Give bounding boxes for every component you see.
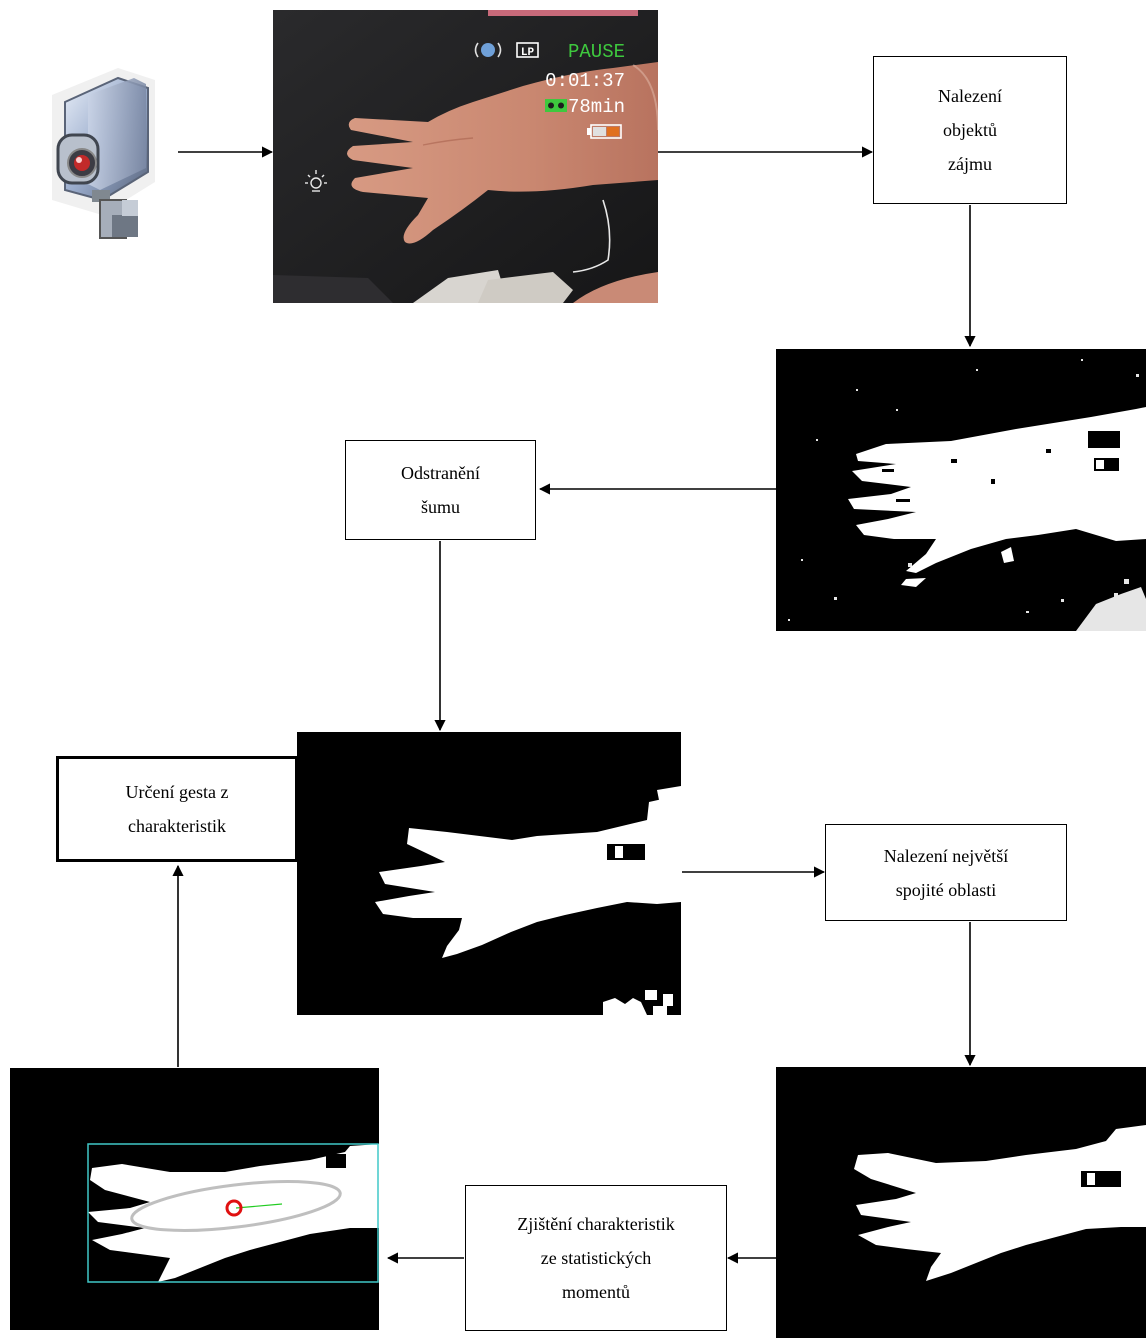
light-icon: [305, 170, 327, 192]
step-gesture-line-1: Určení gesta z: [125, 782, 229, 802]
step-find-objects-line-3: zájmu: [948, 154, 992, 174]
orientation-axis: [235, 1203, 283, 1209]
step-characteristics-line-2: ze statistických: [540, 1248, 652, 1268]
denoised-mask-image: [297, 732, 681, 1015]
video-camera-icon: [52, 68, 155, 239]
step-characteristics-line-1: Zjištění charakteristik: [517, 1214, 675, 1234]
step-find-largest-line-2: spojité oblasti: [895, 879, 997, 900]
moment-analysis-image: [10, 1068, 379, 1330]
osd-timecode: 0:01:37: [545, 70, 625, 92]
step-remove-noise-line-2: šumu: [420, 497, 460, 517]
osd-mode-badge: LP: [521, 47, 535, 59]
step-characteristics-line-3: momentů: [562, 1282, 630, 1302]
stabilizer-icon: [474, 42, 502, 58]
tape-icon: [545, 99, 567, 112]
osd-tape-remaining: 78min: [568, 96, 625, 118]
step-characteristics: Zjištění charakteristik ze statistických…: [465, 1185, 727, 1331]
step-find-objects-line-2: objektů: [943, 120, 997, 140]
camera-frame: LP PAUSE 0:01:37 78min: [273, 10, 658, 303]
bounding-box: [87, 1143, 379, 1283]
centroid-marker: [225, 1199, 243, 1217]
osd-status: PAUSE: [568, 41, 625, 63]
camera-scene: LP PAUSE 0:01:37 78min: [273, 10, 658, 303]
step-find-objects-line-1: Nalezení: [938, 86, 1002, 106]
step-gesture-line-2: charakteristik: [128, 816, 226, 836]
step-find-largest-region: Nalezení největší spojité oblasti: [825, 824, 1067, 921]
mode-badge-frame: [516, 42, 539, 58]
step-remove-noise: Odstranění šumu: [345, 440, 536, 540]
step-gesture-result: Určení gesta z charakteristik: [56, 756, 298, 862]
raw-mask-image: [776, 349, 1146, 631]
step-find-objects: Nalezení objektů zájmu: [873, 56, 1067, 204]
step-remove-noise-line-1: Odstranění: [401, 463, 480, 483]
battery-icon: [587, 124, 622, 139]
largest-region-image: [776, 1067, 1146, 1338]
step-find-largest-line-1: Nalezení největší: [883, 845, 1009, 866]
fitted-ellipse: [130, 1180, 342, 1232]
